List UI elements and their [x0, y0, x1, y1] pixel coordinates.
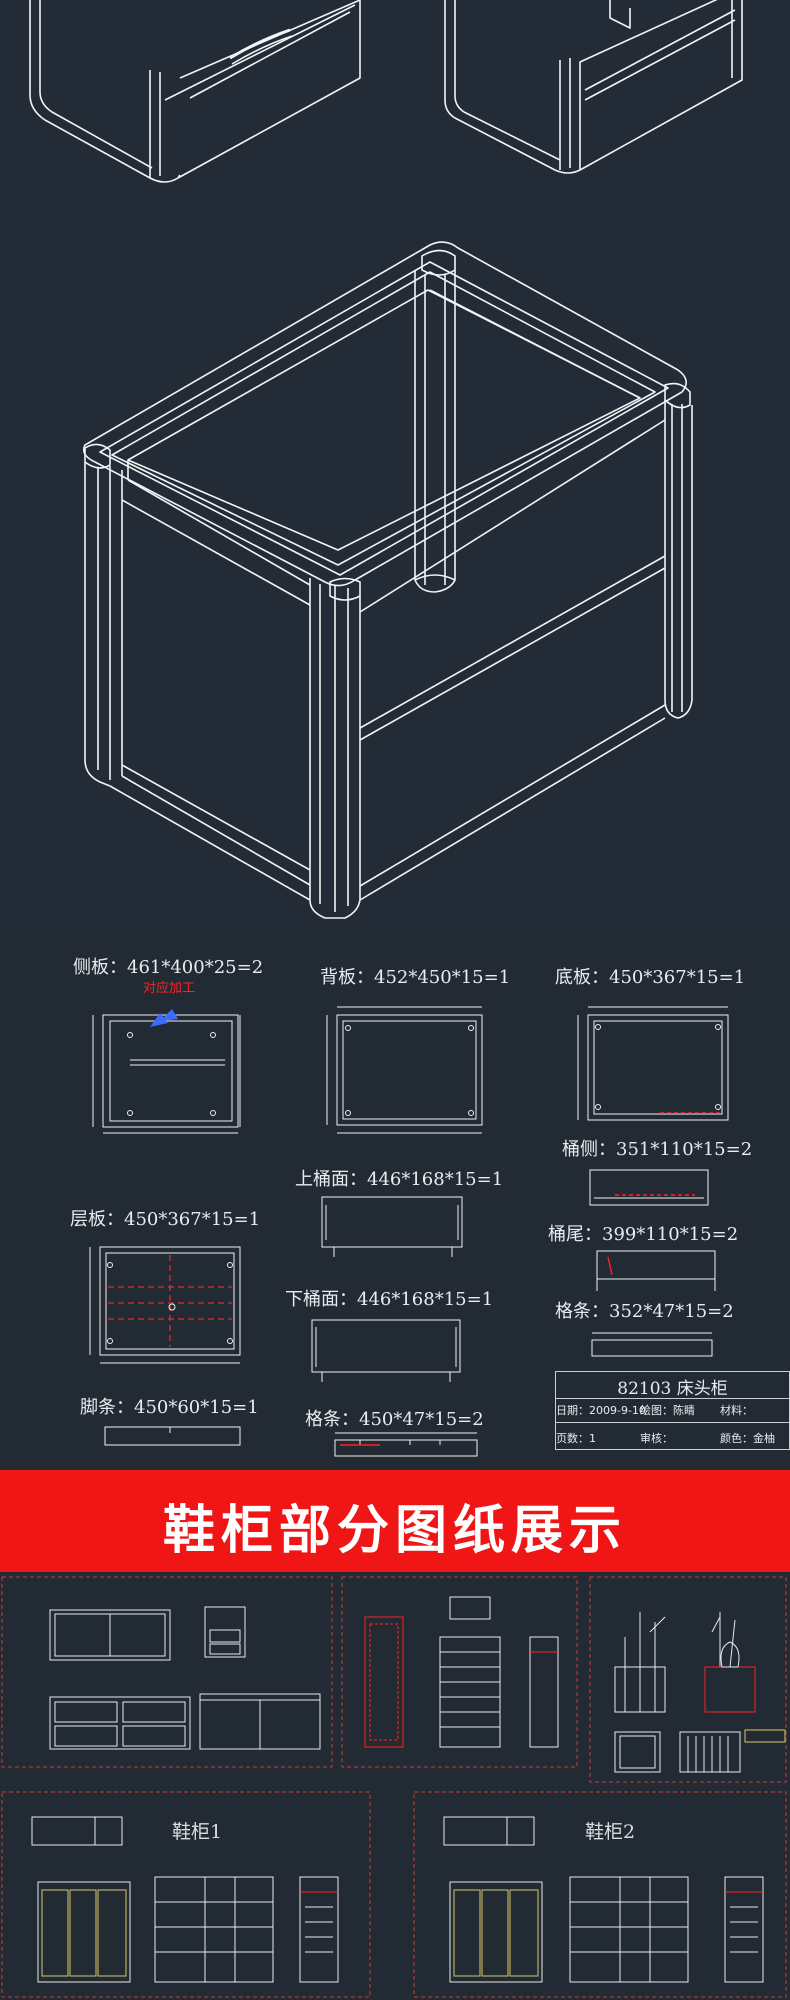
parts-drawings: 侧板：461*400*25=2 对应加工 背板：452*450*15=1 底板：…	[0, 935, 790, 1470]
shoe-cabinet-drawings: 鞋柜1 鞋柜2	[0, 1572, 790, 2000]
part-label-barrel-tail: 桶尾：399*110*15=2	[548, 1224, 739, 1245]
part-label-upper-barrel: 上桶面：446*168*15=1	[295, 1169, 504, 1190]
title-block-review: 审核：	[640, 1432, 673, 1445]
shoe-cabinet-2-title: 鞋柜2	[585, 1821, 636, 1843]
part-note-side-board: 对应加工	[143, 981, 196, 996]
parts-linework	[89, 1006, 729, 1457]
part-label-shelf-board: 层板：450*367*15=1	[70, 1209, 261, 1230]
title-block-color: 颜色：金柚	[720, 1432, 775, 1445]
title-block: 82103 床头柜 日期：2009-9-10 绘图：陈睛 材料： 页数：1 审核…	[555, 1371, 790, 1450]
title-block-material: 材料：	[720, 1404, 753, 1417]
cabinet-wireframe-drawing	[29, 0, 743, 919]
part-label-side-board: 侧板：461*400*25=2	[73, 957, 264, 978]
part-label-slat-small: 格条：352*47*15=2	[555, 1301, 734, 1322]
wireframe-view	[0, 0, 790, 935]
part-label-foot-strip: 脚条：450*60*15=1	[80, 1397, 259, 1418]
section-banner: 鞋柜部分图纸展示	[0, 1470, 790, 1572]
title-block-name: 82103 床头柜	[617, 1379, 728, 1399]
part-label-bottom-board: 底板：450*367*15=1	[555, 967, 746, 988]
title-block-drafter: 绘图：陈睛	[640, 1404, 695, 1417]
shoe-cabinet-1-title: 鞋柜1	[172, 1821, 223, 1843]
title-block-date: 日期：2009-9-10	[556, 1404, 646, 1417]
part-label-lower-barrel: 下桶面：446*168*15=1	[285, 1289, 494, 1310]
part-label-barrel-side: 桶侧：351*110*15=2	[562, 1139, 753, 1160]
shoe-cabinet-linework	[1, 1576, 787, 1998]
part-label-slat-large: 格条：450*47*15=2	[305, 1409, 484, 1430]
title-block-pages: 页数：1	[556, 1432, 596, 1445]
part-label-back-board: 背板：452*450*15=1	[320, 967, 511, 988]
banner-title: 鞋柜部分图纸展示	[162, 1501, 627, 1561]
